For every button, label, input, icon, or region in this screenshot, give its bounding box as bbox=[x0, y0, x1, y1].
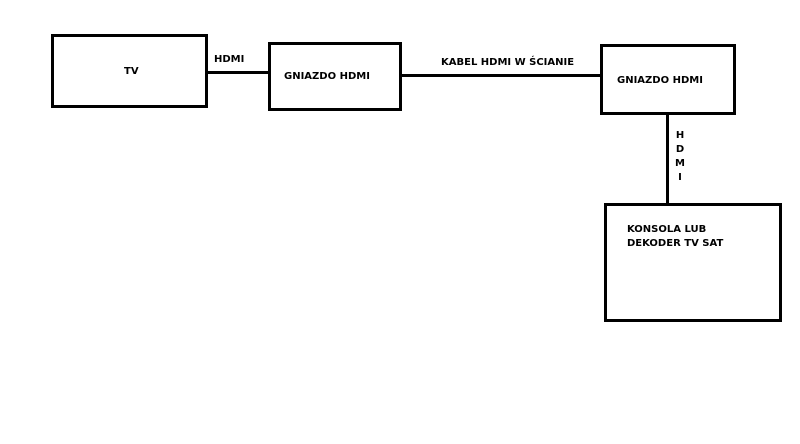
hdmi-cable-label: HDMI bbox=[214, 54, 245, 65]
hdmi-vertical-label: H D M I bbox=[674, 129, 686, 185]
hdmi-socket-right-label: GNIAZDO HDMI bbox=[617, 75, 703, 86]
connector-socket-to-console bbox=[666, 114, 669, 205]
hdmi-socket-right-box: GNIAZDO HDMI bbox=[600, 44, 736, 115]
tv-label: TV bbox=[124, 66, 139, 77]
hdmi-vertical-letter: I bbox=[678, 172, 682, 183]
hdmi-vertical-letter: H bbox=[675, 130, 685, 141]
console-label-line1: KONSOLA LUB bbox=[627, 224, 707, 235]
tv-box: TV bbox=[51, 34, 208, 108]
hdmi-socket-left-label: GNIAZDO HDMI bbox=[284, 71, 370, 82]
console-decoder-box: KONSOLA LUB DEKODER TV SAT bbox=[604, 203, 782, 322]
wall-hdmi-cable-label: KABEL HDMI W ŚCIANIE bbox=[441, 57, 575, 68]
connector-tv-to-socket bbox=[206, 71, 270, 74]
connector-socket-to-socket bbox=[400, 74, 602, 77]
console-label-line2: DEKODER TV SAT bbox=[627, 238, 724, 249]
hdmi-vertical-letter: M bbox=[675, 158, 685, 169]
hdmi-socket-left-box: GNIAZDO HDMI bbox=[268, 42, 402, 111]
hdmi-vertical-letter: D bbox=[675, 144, 685, 155]
